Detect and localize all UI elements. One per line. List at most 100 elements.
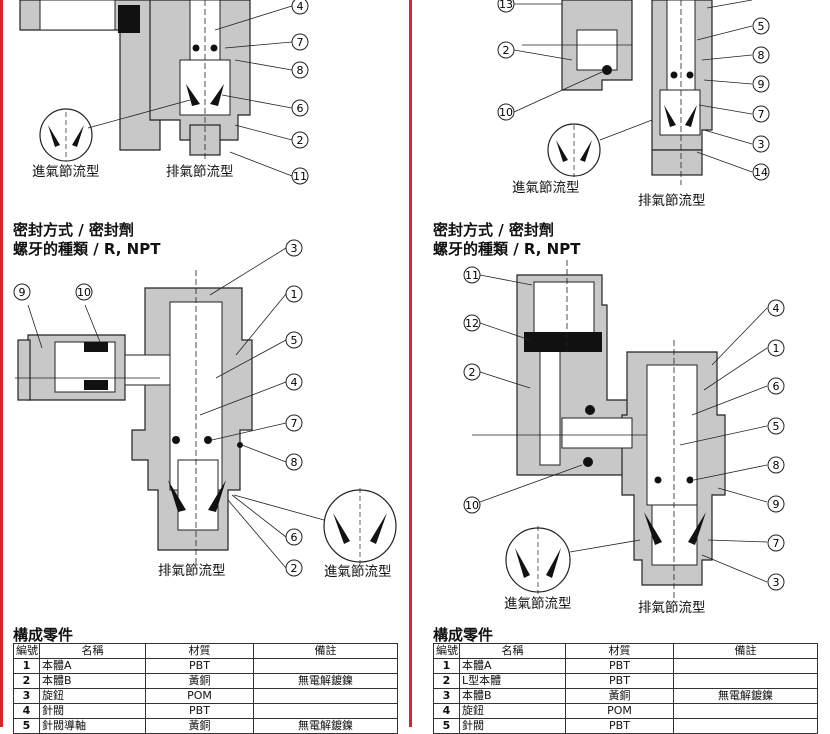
svg-text:7: 7 — [297, 36, 304, 49]
callout-10: 10 — [75, 283, 93, 301]
cell-no: 3 — [13, 688, 40, 704]
right-mid-callouts: 11 12 2 10 4 1 6 5 8 9 7 3 — [463, 266, 785, 591]
table-header-row: 編號 名稱 材質 備註 — [13, 643, 398, 659]
svg-text:2: 2 — [297, 134, 304, 147]
callout-6: 6 — [285, 528, 303, 546]
callout-4: 4 — [285, 373, 303, 391]
svg-text:4: 4 — [297, 0, 304, 13]
cell-remarks — [673, 718, 818, 734]
left-section-title: 密封方式 / 密封劑 螺牙的種類 / R, NPT — [13, 221, 160, 259]
svg-text:10: 10 — [499, 106, 513, 119]
cell-no: 1 — [433, 658, 460, 674]
svg-text:11: 11 — [465, 269, 479, 282]
cell-no: 2 — [433, 673, 460, 689]
cell-remarks: 無電解鍍鎳 — [253, 718, 398, 734]
caption-exhaust-throttle: 排氣節流型 — [166, 164, 234, 180]
caption-exhaust-throttle: 排氣節流型 — [158, 563, 226, 579]
left-border-line — [0, 0, 3, 727]
callout-4: 4 — [291, 0, 309, 15]
svg-text:8: 8 — [297, 64, 304, 77]
svg-text:2: 2 — [291, 562, 298, 575]
callout-3: 3 — [285, 239, 303, 257]
svg-text:11: 11 — [293, 170, 307, 183]
caption-inlet-throttle: 進氣節流型 — [324, 564, 392, 580]
svg-text:6: 6 — [297, 102, 304, 115]
right-section-title: 密封方式 / 密封劑 螺牙的種類 / R, NPT — [433, 221, 580, 259]
cell-material: 黃銅 — [565, 688, 674, 704]
callout-6: 6 — [291, 99, 309, 117]
callout-7: 7 — [752, 105, 770, 123]
callout-8: 8 — [767, 456, 785, 474]
cell-name: 針閥 — [459, 718, 566, 734]
callout-5: 5 — [767, 417, 785, 435]
svg-text:3: 3 — [773, 576, 780, 589]
cell-no: 5 — [13, 718, 40, 734]
cell-material: PBT — [145, 658, 254, 674]
seal-method-label: 密封方式 / 密封劑 — [13, 221, 134, 239]
left-mid-callouts: 3 1 5 4 7 8 6 2 9 10 — [13, 239, 303, 577]
svg-text:7: 7 — [758, 108, 765, 121]
cell-remarks — [253, 688, 398, 704]
cell-no: 5 — [433, 718, 460, 734]
svg-text:5: 5 — [773, 420, 780, 433]
cell-no: 4 — [433, 703, 460, 719]
svg-text:9: 9 — [773, 498, 780, 511]
callout-8: 8 — [285, 453, 303, 471]
caption-inlet-throttle: 進氣節流型 — [504, 596, 572, 612]
callout-11: 11 — [463, 266, 481, 284]
cell-name: 本體A — [39, 658, 146, 674]
left-top-callouts: 4 7 8 6 2 11 — [291, 0, 309, 185]
svg-text:8: 8 — [773, 459, 780, 472]
svg-text:7: 7 — [773, 537, 780, 550]
callout-3: 3 — [767, 573, 785, 591]
svg-text:2: 2 — [469, 366, 476, 379]
callout-9: 9 — [752, 75, 770, 93]
svg-text:3: 3 — [291, 242, 298, 255]
svg-text:8: 8 — [291, 456, 298, 469]
caption-exhaust-throttle: 排氣節流型 — [638, 193, 706, 209]
cell-no: 2 — [13, 673, 40, 689]
callout-2: 2 — [463, 363, 481, 381]
cell-name: 針閥 — [39, 703, 146, 719]
svg-text:10: 10 — [77, 286, 91, 299]
svg-text:1: 1 — [291, 288, 298, 301]
cell-name: 旋鈕 — [459, 703, 566, 719]
cell-remarks — [673, 658, 818, 674]
svg-text:5: 5 — [758, 20, 765, 33]
callout-7: 7 — [285, 414, 303, 432]
svg-text:8: 8 — [758, 49, 765, 62]
col-header-remarks: 備註 — [673, 643, 818, 659]
callout-3: 3 — [752, 135, 770, 153]
callout-2: 2 — [285, 559, 303, 577]
callout-4: 4 — [767, 299, 785, 317]
callout-6: 6 — [767, 377, 785, 395]
cell-remarks: 無電解鍍鎳 — [253, 673, 398, 689]
left-parts-title: 構成零件 — [13, 626, 74, 644]
right-top-callouts: 13 2 10 5 8 9 7 3 14 — [497, 0, 770, 181]
cell-no: 3 — [433, 688, 460, 704]
col-header-name: 名稱 — [39, 643, 146, 659]
cell-material: 黃銅 — [145, 718, 254, 734]
cell-material: POM — [145, 688, 254, 704]
cell-name: 本體B — [39, 673, 146, 689]
cell-name: 本體A — [459, 658, 566, 674]
cell-name: L型本體 — [459, 673, 566, 689]
svg-text:2: 2 — [503, 44, 510, 57]
table-header-row: 編號 名稱 材質 備註 — [433, 643, 818, 659]
thread-type-label: 螺牙的種類 / R, NPT — [433, 240, 581, 258]
col-header-material: 材質 — [145, 643, 254, 659]
svg-text:14: 14 — [754, 166, 768, 179]
callout-10: 10 — [497, 103, 515, 121]
right-parts-title: 構成零件 — [433, 626, 494, 644]
right-mid-diagram: 11 12 2 10 4 1 6 5 8 9 7 3 進氣節流型 排氣節流型 — [463, 260, 785, 616]
thread-type-label: 螺牙的種類 / R, NPT — [13, 240, 161, 258]
callout-1: 1 — [285, 285, 303, 303]
